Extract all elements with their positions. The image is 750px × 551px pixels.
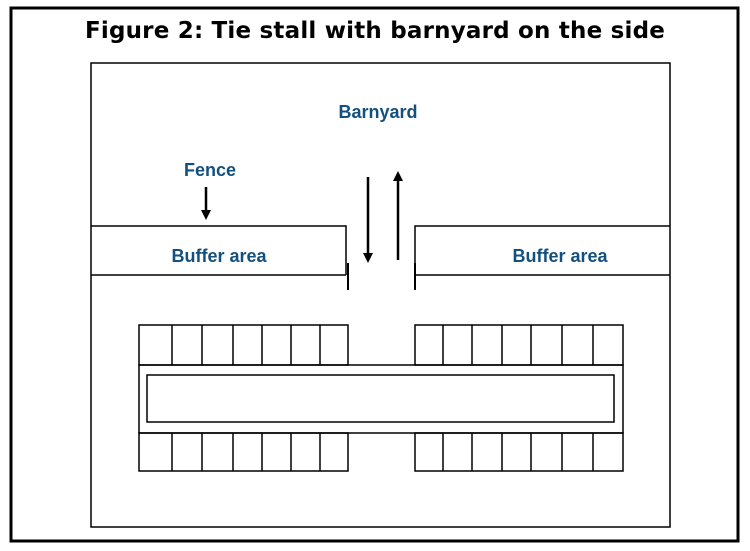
barnyard-label: Barnyard [338, 102, 417, 122]
buffer-area-right-label: Buffer area [512, 246, 608, 266]
fence-label: Fence [184, 160, 236, 180]
buffer-area-left-label: Buffer area [171, 246, 267, 266]
feed-alley-outer [138, 364, 624, 434]
barnyard-outline [90, 62, 671, 528]
feed-alley-inner [146, 374, 615, 423]
stall-rows [138, 324, 624, 472]
figure-title: Figure 2: Tie stall with barnyard on the… [84, 18, 666, 44]
buffer-area-right-box [414, 225, 670, 276]
stall-row-bottom-left [138, 432, 349, 472]
stall-row-bottom-right [414, 432, 624, 472]
outer-border [9, 6, 740, 543]
buffer-area-left-box [91, 225, 347, 276]
stall-row-top-left [138, 324, 349, 366]
stall-row-top-right [414, 324, 624, 366]
